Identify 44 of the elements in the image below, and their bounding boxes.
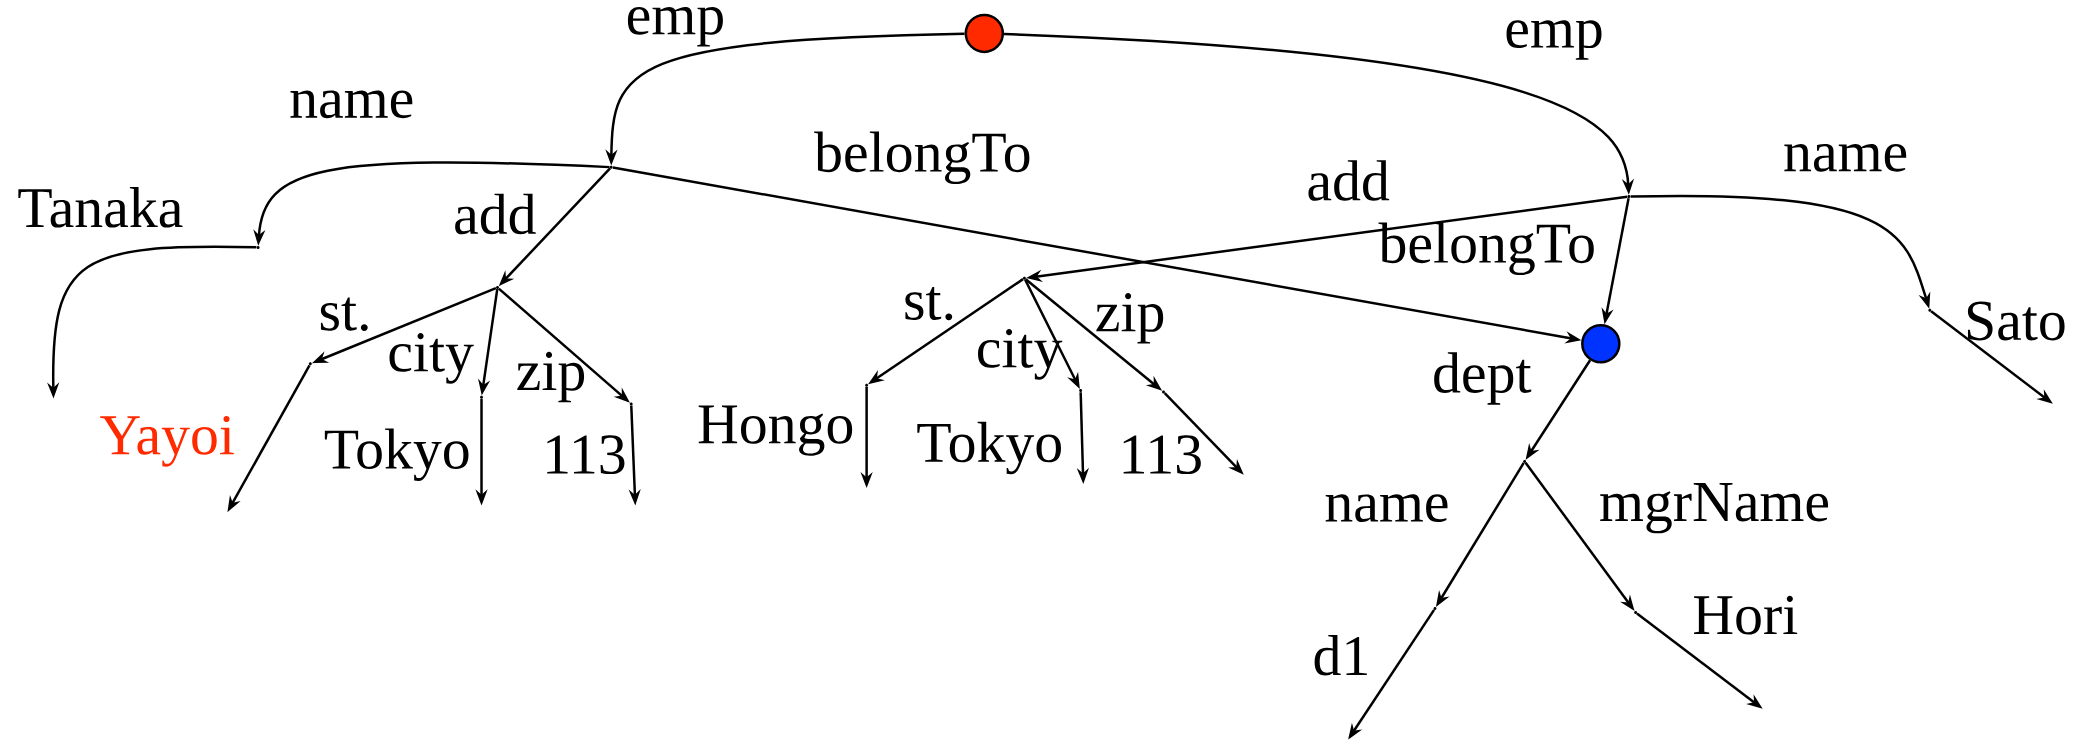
value-label: Tanaka <box>18 186 183 228</box>
value-label: Hongo <box>698 405 853 456</box>
junction-point <box>1928 308 1932 312</box>
node-circle <box>1581 323 1621 364</box>
value-label: Sato <box>1967 301 2065 341</box>
edge-label: zip <box>1096 293 1164 344</box>
junction-point <box>480 395 483 399</box>
edge-label: belongTo <box>814 131 1030 185</box>
value-label: Yayoi <box>100 415 234 467</box>
edge-label: belongTo <box>1378 222 1594 276</box>
junction-point <box>1079 389 1083 392</box>
edge-label: name <box>1784 143 1907 172</box>
junction-point <box>1022 276 1026 280</box>
edge-label: city <box>978 329 1063 380</box>
value-label: Hori <box>1694 595 1798 635</box>
junction-point <box>629 402 633 406</box>
junction-point <box>1433 607 1437 610</box>
junction-point <box>609 165 613 169</box>
value-label: Tokyo <box>324 428 469 481</box>
junction-point <box>1627 195 1631 199</box>
value-label: 113 <box>1123 435 1201 475</box>
edge-label: emp <box>1506 20 1602 60</box>
edge-label: add <box>455 193 536 235</box>
junction-point <box>1634 611 1638 614</box>
junction-point <box>1523 459 1527 463</box>
edge-label: name <box>1325 494 1448 523</box>
edge-label: st. <box>320 297 368 331</box>
value-label: Tokyo <box>917 421 1061 475</box>
junction-point <box>308 362 312 366</box>
value-label: d1 <box>1314 634 1367 676</box>
edge-label: city <box>389 333 474 384</box>
edge-label: mgrName <box>1600 483 1829 534</box>
junction-point <box>496 286 499 289</box>
edge-label: dept <box>1434 352 1532 405</box>
edge-label: st. <box>905 286 953 321</box>
junction-point <box>256 245 260 249</box>
edge-label: zip <box>517 351 585 403</box>
edge-label: emp <box>627 6 723 47</box>
node-circle <box>964 13 1005 54</box>
edge-label: add <box>1308 160 1390 201</box>
edge-label: name <box>290 90 413 119</box>
junction-point <box>865 383 869 387</box>
junction-point <box>1162 390 1165 394</box>
value-label: 113 <box>547 435 625 475</box>
